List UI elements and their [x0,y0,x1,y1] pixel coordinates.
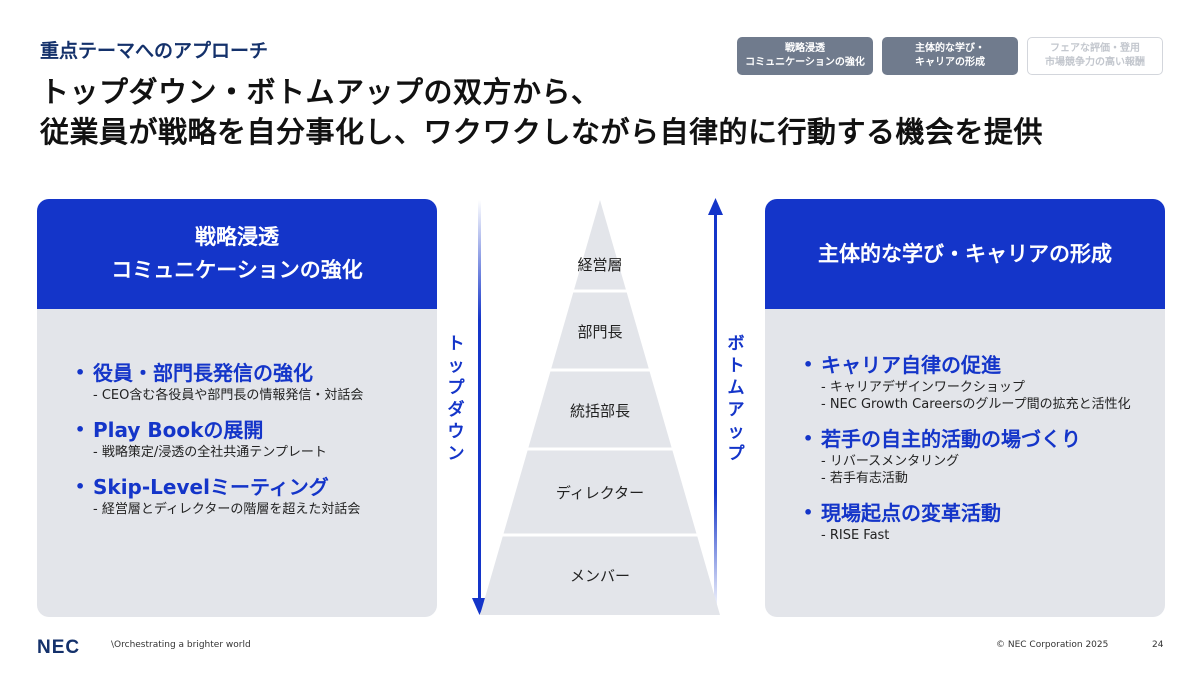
center-diagram [472,198,723,615]
left-panel-items: • 役員・部門長発信の強化 - CEO含む各役員や部門長の情報発信・対話会 • Play… [37,309,437,518]
pyramid-tier [503,450,697,534]
tag-fair-evaluation: フェアな評価・登用 市場競争力の高い報酬 [1027,37,1163,75]
bottomup-label: ボトムアップ [727,334,745,464]
right-panel-title: 主体的な学び・キャリアの形成 [765,199,1165,309]
pyramid-tier-label: ディレクター [555,484,645,502]
topdown-label: トップダウン [447,334,465,464]
headline-line-2: 従業員が戦略を自分事化し、ワクワクしながら自律的に行動する機会を提供 [40,115,1044,149]
list-item: • 若手の自主的活動の場づくり - リバースメンタリング - 若手有志活動 [803,425,1165,487]
bullet-icon: • [75,477,86,496]
item-title-text: Skip-Levelミーティング [93,475,329,499]
bullet-icon: • [75,363,86,382]
item-title-text: 現場起点の変革活動 [821,501,1001,525]
pyramid-tier-label: メンバー [569,567,630,585]
item-title-text: 役員・部門長発信の強化 [93,361,313,385]
bottomup-arrow [708,198,723,613]
nec-logo-text: NEC [37,637,80,655]
pyramid-tier [480,536,720,615]
item-title: • キャリア自律の促進 [803,351,1165,379]
item-detail: - CEO含む各役員や部門長の情報発信・対話会 [93,388,364,403]
bullet-icon: • [803,429,814,448]
item-detail: - リバースメンタリング [821,454,960,469]
pyramid-tier-label: 統括部長 [569,401,630,420]
item-title: • 役員・部門長発信の強化 [75,359,437,387]
item-title-text: キャリア自律の促進 [821,353,1001,377]
item-title-text: Play Bookの展開 [93,418,264,442]
item-title-text: 若手の自主的活動の場づくり [821,427,1081,451]
footer-tagline: \Orchestrating a brighter world [111,640,251,650]
page-number: 24 [1152,640,1164,650]
list-item: • Play Bookの展開 - 戦略策定/浸透の全社共通テンプレート [75,416,437,461]
left-panel: 戦略浸透 コミュニケーションの強化 • 役員・部門長発信の強化 - CEO含む各役員… [37,199,437,617]
pyramid-tier [574,200,626,290]
tag-strategy-communication: 戦略浸透 コミュニケーションの強化 [737,37,873,75]
item-detail: - 経営層とディレクターの階層を超えた対話会 [93,502,361,517]
list-item: • 現場起点の変革活動 - RISE Fast [803,499,1165,544]
item-detail: - 若手有志活動 [821,471,908,486]
right-panel: 主体的な学び・キャリアの形成 • キャリア自律の促進 - キャリアデザインワークショ… [765,199,1165,617]
item-detail: - NEC Growth Careersのグループ間の拡充と活性化 [821,397,1131,412]
bullet-icon: • [803,503,814,522]
copyright: © NEC Corporation 2025 [996,640,1109,650]
list-item: • キャリア自律の促進 - キャリアデザインワークショップ - NEC Growth … [803,351,1165,413]
theme-tags: 戦略浸透 コミュニケーションの強化 主体的な学び・ キャリアの形成 フェアな評価… [737,37,1163,75]
pyramid-tier-label: 部門長 [577,322,623,341]
item-detail: - 戦略策定/浸透の全社共通テンプレート [93,445,327,460]
left-panel-title: 戦略浸透 コミュニケーションの強化 [37,199,437,309]
list-item: • Skip-Levelミーティング - 経営層とディレクターの階層を超えた対話会 [75,473,437,518]
item-title: • Skip-Levelミーティング [75,473,437,501]
pyramid-tier [551,292,649,369]
pyramid-tier-label: 経営層 [577,255,623,274]
tag-learning-career: 主体的な学び・ キャリアの形成 [882,37,1018,75]
item-title: • Play Bookの展開 [75,416,437,444]
section-subtitle: 重点テーマへのアプローチ [40,40,269,62]
bullet-icon: • [803,355,814,374]
item-detail: - RISE Fast [821,528,890,543]
slide-headline: トップダウン・ボトムアップの双方から、 従業員が戦略を自分事化し、ワクワクしなが… [40,72,1160,152]
right-panel-items: • キャリア自律の促進 - キャリアデザインワークショップ - NEC Growth … [765,309,1165,544]
bullet-icon: • [75,420,86,439]
topdown-arrow [472,200,487,615]
item-detail: - キャリアデザインワークショップ [821,380,1025,395]
item-title: • 若手の自主的活動の場づくり [803,425,1165,453]
headline-line-1: トップダウン・ボトムアップの双方から、 [40,75,601,109]
pyramid [480,200,720,615]
nec-logo: NEC [37,637,80,655]
item-title: • 現場起点の変革活動 [803,499,1165,527]
list-item: • 役員・部門長発信の強化 - CEO含む各役員や部門長の情報発信・対話会 [75,359,437,404]
pyramid-tier [528,371,672,448]
